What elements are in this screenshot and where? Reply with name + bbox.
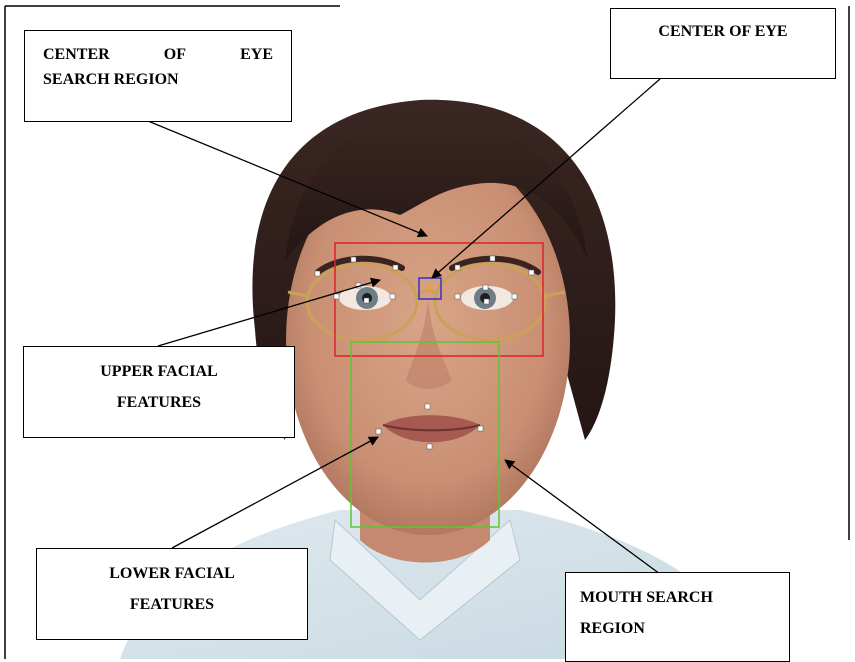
- feature-point: [512, 294, 517, 299]
- eye-center-dot: [427, 285, 433, 291]
- feature-point: [455, 265, 460, 270]
- label-center-of-eye-search-region: CENTER OF EYE SEARCH REGION: [24, 30, 292, 122]
- label-word: CENTER: [43, 43, 110, 68]
- feature-point: [351, 257, 356, 262]
- label-line: FEATURES: [34, 391, 284, 416]
- label-mouth-search-region: MOUTH SEARCH REGION: [565, 572, 790, 662]
- label-word: EYE: [240, 43, 273, 68]
- label-center-of-eye: CENTER OF EYE: [610, 8, 836, 79]
- feature-point: [376, 429, 381, 434]
- label-upper-facial-features: UPPER FACIAL FEATURES: [23, 346, 295, 438]
- feature-point: [390, 294, 395, 299]
- feature-point: [483, 285, 488, 290]
- label-word: OF: [164, 43, 186, 68]
- label-line: MOUTH SEARCH: [580, 586, 775, 611]
- label-lower-facial-features: LOWER FACIAL FEATURES: [36, 548, 308, 640]
- label-line: UPPER FACIAL: [34, 360, 284, 385]
- feature-point: [315, 271, 320, 276]
- feature-point: [529, 270, 534, 275]
- feature-point: [425, 404, 430, 409]
- feature-point: [364, 298, 369, 303]
- feature-point: [484, 299, 489, 304]
- label-line: LOWER FACIAL: [47, 562, 297, 587]
- label-line: FEATURES: [47, 593, 297, 618]
- feature-point: [490, 256, 495, 261]
- label-line: CENTER OF EYE: [621, 20, 825, 45]
- feature-point: [478, 426, 483, 431]
- label-line: SEARCH REGION: [43, 68, 273, 93]
- feature-point: [334, 294, 339, 299]
- feature-point: [393, 265, 398, 270]
- feature-point: [455, 294, 460, 299]
- feature-point: [427, 444, 432, 449]
- label-line: REGION: [580, 617, 775, 642]
